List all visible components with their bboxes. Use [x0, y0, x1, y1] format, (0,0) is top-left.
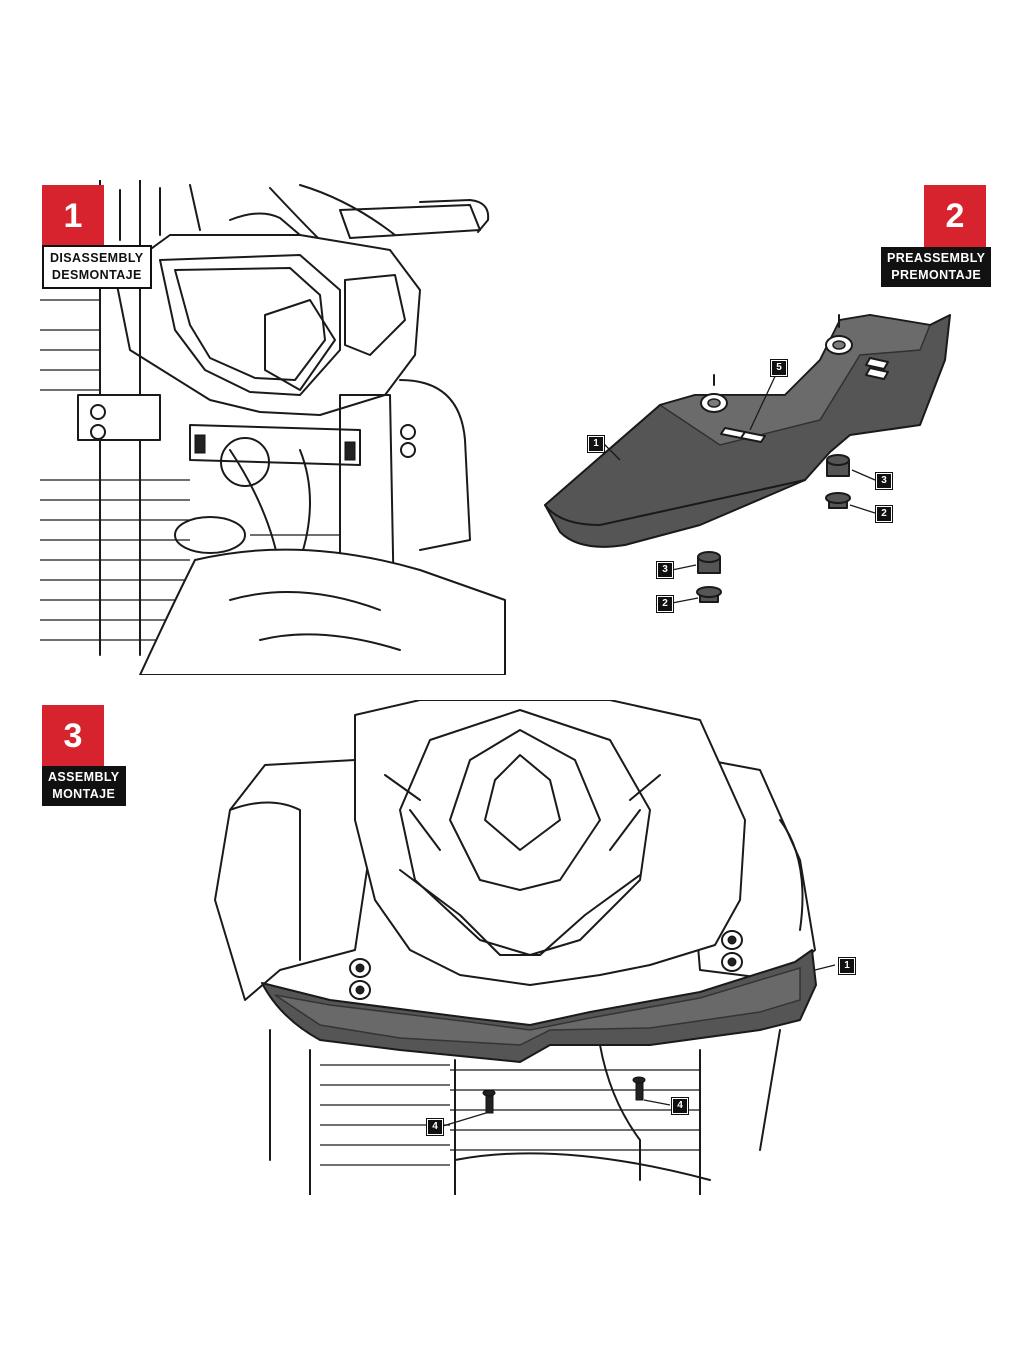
step-1-number: 1	[42, 185, 104, 247]
step-2-illustration	[544, 314, 951, 604]
callout-part-4-left: 4	[426, 1118, 444, 1136]
step-3-panel: 3 ASSEMBLY MONTAJE 1 4 4	[0, 700, 1024, 1195]
step-2-panel: 2 PREASSEMBLY PREMONTAJE 1 5 3 2 3 2	[520, 180, 1024, 675]
step-2-label-es: PREMONTAJE	[891, 268, 982, 282]
step-2-label: PREASSEMBLY PREMONTAJE	[881, 247, 992, 287]
step-3-label: ASSEMBLY MONTAJE	[42, 766, 126, 806]
callout-part-2-left: 2	[656, 595, 674, 613]
step-3-illustration	[214, 700, 836, 1195]
callout-part-2-right: 2	[875, 505, 893, 523]
step-1-illustration	[40, 180, 506, 675]
callout-part-4-right: 4	[671, 1097, 689, 1115]
step-2-number: 2	[924, 185, 986, 247]
step-2-label-en: PREASSEMBLY	[887, 251, 986, 265]
callout-part-5: 5	[770, 359, 788, 377]
step-1-label-es: DESMONTAJE	[51, 268, 142, 282]
callout-part-1-installed: 1	[838, 957, 856, 975]
callout-part-3-left: 3	[656, 561, 674, 579]
step-3-label-en: ASSEMBLY	[48, 770, 120, 784]
step-1-label-en: DISASSEMBLY	[50, 251, 144, 265]
callout-part-1: 1	[587, 435, 605, 453]
step-3-number: 3	[42, 705, 104, 767]
step-3-label-es: MONTAJE	[52, 787, 116, 801]
step-1-panel: 1 DISASSEMBLY DESMONTAJE	[0, 180, 520, 675]
step-1-label: DISASSEMBLY DESMONTAJE	[42, 245, 152, 289]
callout-part-3-right: 3	[875, 472, 893, 490]
